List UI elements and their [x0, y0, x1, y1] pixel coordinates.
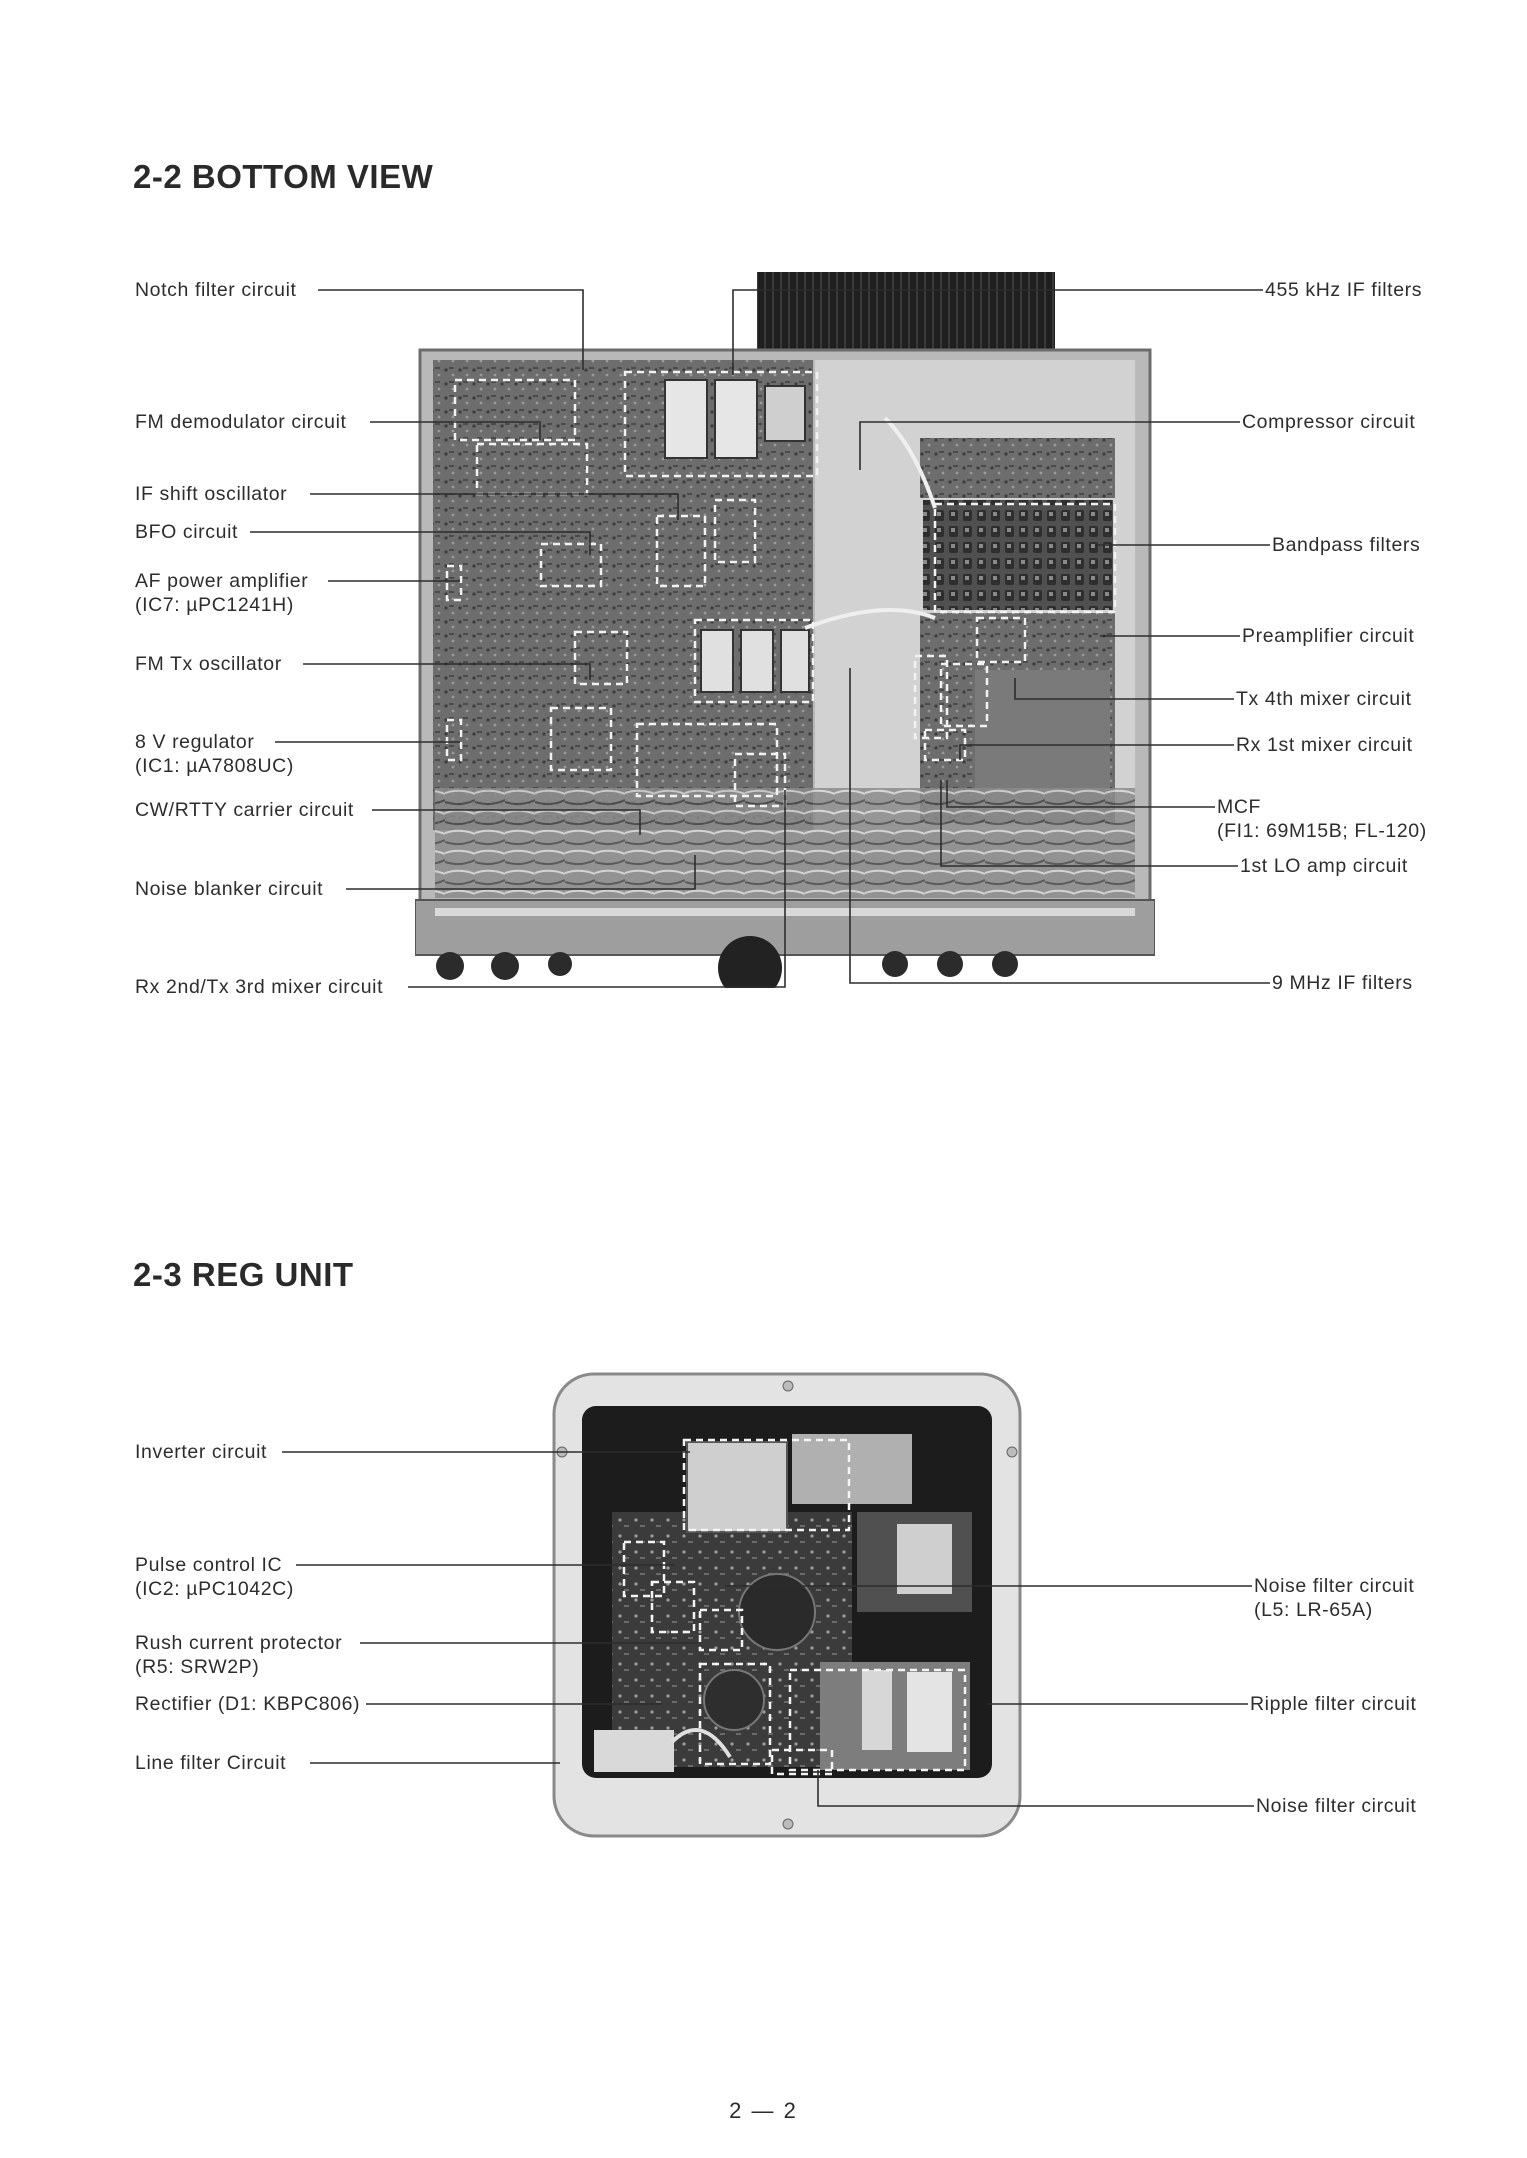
label-bandpass-filters: Bandpass filters	[1272, 534, 1421, 556]
label-rush-current-protector: Rush current protector(R5: SRW2P)	[135, 1632, 343, 1678]
reg-unit-photo	[552, 1372, 1022, 1838]
label-cw-rtty-carrier: CW/RTTY carrier circuit	[135, 799, 354, 821]
label-mcf: MCF(FI1: 69M15B; FL-120)	[1217, 796, 1427, 842]
section-title-reg-unit: 2-3 REG UNIT	[133, 1256, 354, 1293]
label-455khz-if-filters: 455 kHz IF filters	[1265, 279, 1423, 301]
label-rx2-tx3-mixer: Rx 2nd/Tx 3rd mixer circuit	[135, 976, 384, 998]
page-number: 2 — 2	[729, 2098, 798, 2123]
label-ripple-filter: Ripple filter circuit	[1250, 1693, 1417, 1715]
label-rectifier: Rectifier (D1: KBPC806)	[135, 1693, 361, 1715]
label-noise-filter-l5: Noise filter circuit(L5: LR-65A)	[1254, 1575, 1415, 1621]
label-notch-filter: Notch filter circuit	[135, 279, 297, 301]
label-pulse-control-ic: Pulse control IC(IC2: µPC1042C)	[135, 1554, 294, 1600]
label-8v-regulator: 8 V regulator(IC1: µA7808UC)	[135, 731, 294, 777]
label-rx1-mixer: Rx 1st mixer circuit	[1236, 734, 1413, 756]
label-preamplifier: Preamplifier circuit	[1242, 625, 1415, 647]
label-bfo-circuit: BFO circuit	[135, 521, 239, 543]
label-inverter: Inverter circuit	[135, 1441, 268, 1463]
label-9mhz-if-filters: 9 MHz IF filters	[1272, 972, 1413, 994]
label-noise-filter-2: Noise filter circuit	[1256, 1795, 1417, 1817]
bottom-view-photo	[415, 272, 1155, 988]
label-1st-lo-amp: 1st LO amp circuit	[1240, 855, 1408, 877]
label-fm-tx-oscillator: FM Tx oscillator	[135, 653, 282, 675]
label-line-filter: Line filter Circuit	[135, 1752, 287, 1774]
label-tx4-mixer: Tx 4th mixer circuit	[1236, 688, 1412, 710]
label-compressor: Compressor circuit	[1242, 411, 1416, 433]
label-noise-blanker: Noise blanker circuit	[135, 878, 324, 900]
label-if-shift-oscillator: IF shift oscillator	[135, 483, 288, 505]
label-af-power-amplifier: AF power amplifier(IC7: µPC1241H)	[135, 570, 309, 616]
section-title-bottom-view: 2-2 BOTTOM VIEW	[133, 158, 434, 195]
label-fm-demodulator: FM demodulator circuit	[135, 411, 347, 433]
